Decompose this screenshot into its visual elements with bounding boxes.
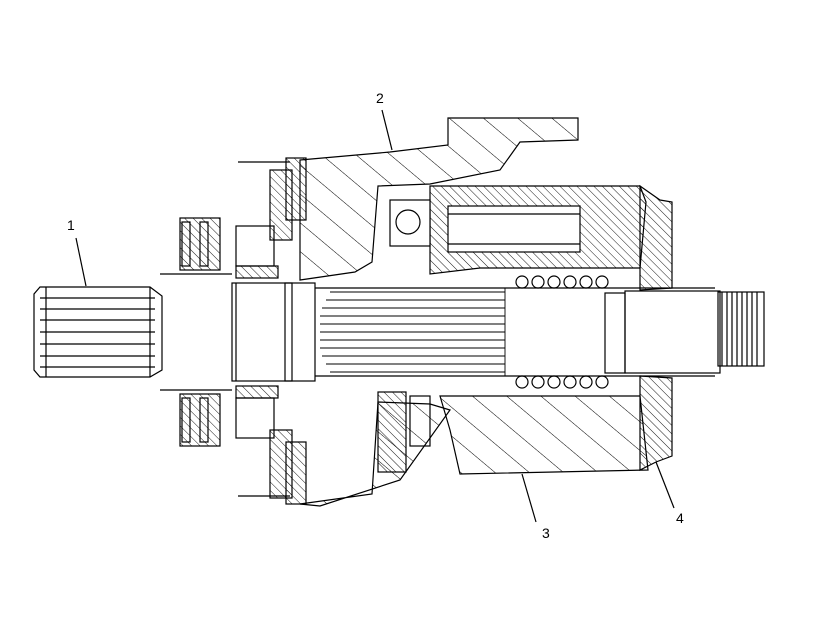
callout-3: 3 bbox=[542, 525, 550, 541]
callout-1: 1 bbox=[67, 217, 75, 233]
leader-line-1 bbox=[75, 237, 87, 287]
cylinder-block-lower bbox=[439, 395, 649, 475]
leader-line-4 bbox=[655, 461, 675, 509]
end-cap bbox=[639, 184, 673, 471]
housing-front bbox=[299, 117, 579, 507]
return-spring-upper bbox=[515, 275, 609, 289]
input-shaft-spline bbox=[33, 286, 163, 378]
output-shaft-spline bbox=[717, 291, 765, 367]
leader-line-3 bbox=[521, 473, 537, 523]
callout-4: 4 bbox=[676, 510, 684, 526]
shaft-internal-splines bbox=[320, 288, 506, 376]
return-spring-lower bbox=[515, 375, 609, 389]
cylinder-block-upper bbox=[389, 185, 647, 275]
front-bearing-lower bbox=[179, 385, 307, 505]
leader-line-2 bbox=[381, 109, 393, 151]
front-bearing-upper bbox=[179, 157, 307, 279]
seal-ring bbox=[377, 391, 407, 473]
retainer bbox=[409, 395, 431, 447]
callout-2: 2 bbox=[376, 90, 384, 106]
